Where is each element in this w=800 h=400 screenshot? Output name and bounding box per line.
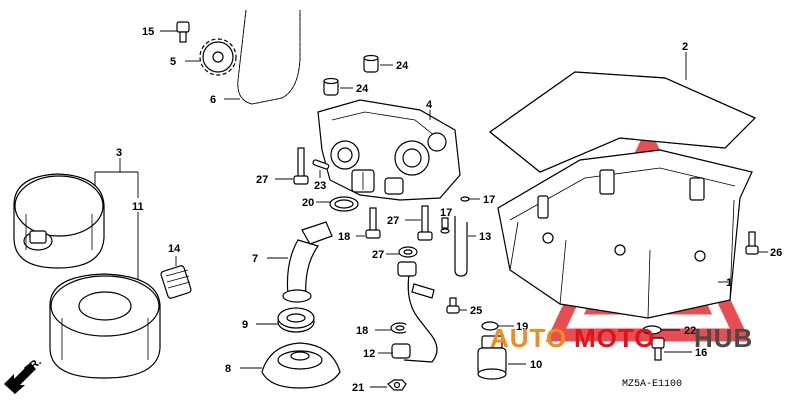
- callout-22: 22: [684, 325, 696, 337]
- part-15-bolt: 15: [142, 21, 190, 43]
- watermark-auto: AUTO: [490, 323, 567, 353]
- part-4-oil-pump: 4: [317, 99, 461, 201]
- callout-8: 8: [225, 363, 231, 375]
- callout-26: 26: [770, 247, 782, 259]
- watermark-text: AUTO MOTO HUB: [490, 323, 753, 353]
- part-22-washer: 22: [642, 325, 696, 337]
- front-direction-arrow: FR.: [4, 356, 44, 394]
- callout-16: 21: [352, 382, 364, 394]
- diagram-code: MZ5A-E1100: [622, 379, 682, 390]
- part-13-pipe: 13: [454, 216, 491, 277]
- callout-14: 14: [168, 243, 181, 255]
- part-3-oil-filter: [13, 173, 105, 269]
- callout-27c: 27: [387, 215, 399, 227]
- part-6-chain: 6: [210, 9, 301, 106]
- callout-27b: 18: [338, 231, 350, 243]
- callout-24a: 24: [396, 60, 409, 72]
- part-2-gasket: 2: [489, 41, 757, 173]
- part-7-strainer: 7: [252, 221, 333, 303]
- callout-25: 25: [470, 305, 482, 317]
- part-14-nipple: 14: [160, 243, 192, 299]
- part-27-bolt-a: 27: [256, 147, 309, 186]
- callout-3: 3: [116, 147, 122, 159]
- watermark-hub: HUB: [694, 323, 753, 353]
- callout-9: 9: [242, 319, 248, 331]
- part-25-bolt: 25: [446, 297, 482, 317]
- part-12-pipe: 12: [363, 261, 438, 363]
- part-10-pressure-switch: 10: [477, 335, 542, 380]
- part-17-bolt-a: 17: [460, 194, 495, 206]
- callout-2: 2: [682, 41, 688, 53]
- part-11-oil-filter: [49, 273, 161, 379]
- callout-23: 23: [314, 180, 326, 192]
- part-24-collar-a: 24: [363, 54, 409, 73]
- part-9-seal: 9: [242, 307, 315, 333]
- part-23-pin: 23: [312, 159, 330, 192]
- callout-13: 13: [479, 231, 491, 243]
- callout-18b: 18: [356, 325, 368, 337]
- callout-21: 16: [695, 347, 707, 359]
- part-17-bolt-b: 17: [440, 207, 452, 234]
- callout-12: 12: [363, 348, 375, 360]
- callout-1: 1: [726, 277, 732, 289]
- part-1-oil-pan: 1: [497, 149, 753, 319]
- callout-19: 19: [516, 321, 528, 333]
- part-16-nut: 21: [352, 379, 407, 394]
- part-27-bolt-c: 27: [387, 205, 433, 241]
- callout-5: 5: [170, 56, 176, 68]
- part-5-sprocket: 5: [170, 38, 237, 76]
- callout-18a: 27: [372, 249, 384, 261]
- callout-15: 15: [142, 26, 154, 38]
- part-26-bolt: 26: [745, 231, 782, 259]
- callout-6: 6: [210, 94, 216, 106]
- part-19-washer: 19: [481, 321, 528, 333]
- part-27-bolt-b: 18: [338, 207, 381, 243]
- callout-24b: 24: [356, 83, 369, 95]
- callouts-3-11: 3 11: [94, 147, 144, 280]
- callout-7: 7: [252, 253, 258, 265]
- callout-17a: 17: [483, 194, 495, 206]
- callout-27a: 27: [256, 174, 268, 186]
- callout-10: 10: [530, 359, 542, 371]
- part-8-cover: 8: [225, 342, 341, 389]
- part-20-oring: 20: [302, 196, 359, 212]
- callout-20: 20: [302, 197, 314, 209]
- callout-4: 4: [426, 99, 433, 111]
- part-24-collar-b: 24: [323, 77, 369, 96]
- part-21-drain-bolt: 16: [651, 337, 707, 361]
- watermark-moto: MOTO: [574, 323, 656, 353]
- part-18-washer-a: 27: [372, 246, 418, 261]
- callout-17b: 17: [440, 207, 452, 219]
- part-18-washer-b: 18: [356, 322, 410, 337]
- callout-11: 11: [132, 201, 144, 213]
